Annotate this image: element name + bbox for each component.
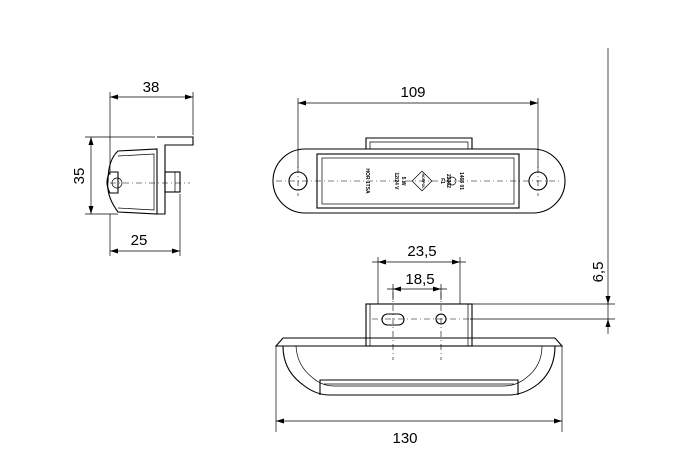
dim-side-width: 38 [143, 79, 160, 96]
lens-label-watt: 5 W [400, 177, 406, 186]
brand-logo-icon [411, 170, 433, 192]
dim-front-inner: 18,5 [405, 271, 434, 288]
side-view: 38 35 25 [71, 79, 194, 256]
dim-front-outer: 23,5 [407, 243, 436, 260]
lens-markings: HOR 1TSA 12/24 V 5 W HORPOL F1 22362 146… [364, 168, 464, 194]
dim-front-offset: 6,5 [590, 262, 607, 283]
lens-label-f1: F1 [439, 178, 445, 184]
lens-label-col1: HOR 1TSA [364, 168, 370, 194]
lens-label-approval: 1468 01 [458, 172, 464, 190]
approval-mark-icon [447, 176, 457, 186]
front-view: 23,5 18,5 6,5 130 [274, 48, 615, 447]
dim-front-length: 130 [392, 430, 417, 447]
lens-label-voltage: 12/24 V [393, 172, 399, 190]
dim-side-depth: 25 [131, 232, 148, 249]
dim-top-length: 109 [400, 84, 425, 101]
lens-label-brand: HORPOL [421, 174, 425, 190]
dim-side-height: 35 [71, 168, 88, 185]
top-view: HOR 1TSA 12/24 V 5 W HORPOL F1 22362 146… [272, 84, 566, 214]
